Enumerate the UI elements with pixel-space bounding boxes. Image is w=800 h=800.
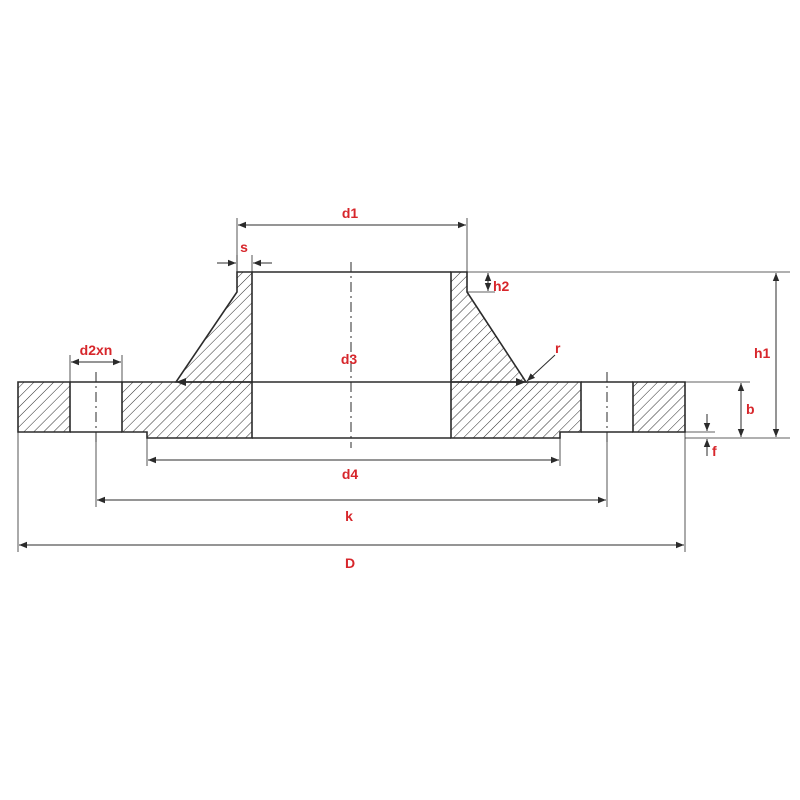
flange-section-right-inner: [450, 381, 582, 439]
label-h2: h2: [493, 278, 510, 294]
label-D: D: [345, 555, 355, 571]
label-h1: h1: [754, 345, 771, 361]
label-b: b: [746, 401, 755, 417]
flange-section-right-outer: [632, 381, 686, 433]
hub-section-right: [450, 271, 528, 383]
label-s: s: [240, 239, 248, 255]
label-d3: d3: [341, 351, 358, 367]
label-d1: d1: [342, 205, 359, 221]
d3-arrow-left: [176, 378, 186, 386]
label-r: r: [555, 340, 561, 356]
label-d2xn: d2xn: [80, 342, 113, 358]
d3-arrow-right: [516, 378, 526, 386]
flange-section-left-outer: [17, 381, 71, 433]
label-f: f: [712, 443, 717, 459]
label-k: k: [345, 508, 353, 524]
r-leader-line: [526, 354, 556, 382]
flange-section-left-inner: [121, 381, 253, 439]
hub-section-left: [174, 271, 253, 383]
label-d4: d4: [342, 466, 359, 482]
